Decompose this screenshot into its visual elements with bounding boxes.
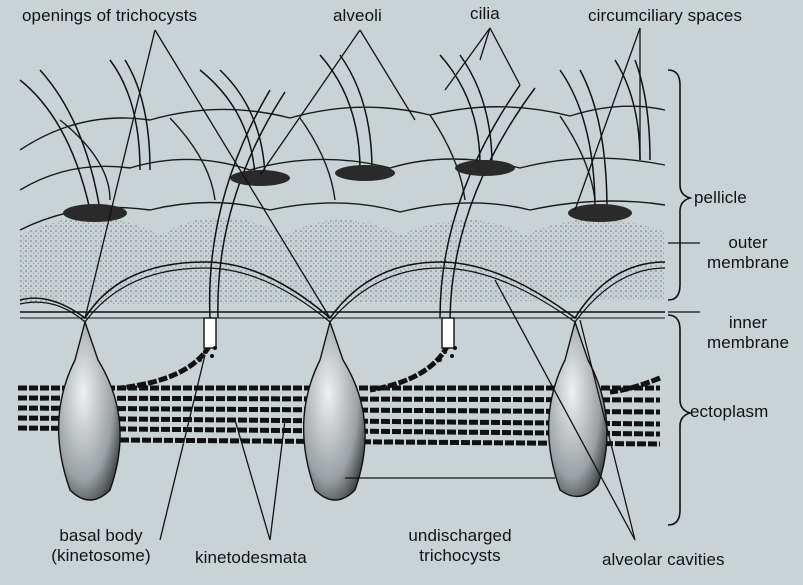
pellicle-band — [20, 218, 665, 323]
label-inner-membrane-line1: inner — [696, 313, 800, 333]
label-basal-body-line2: (kinetosome) — [36, 546, 166, 566]
label-circumciliary-spaces: circumciliary spaces — [588, 6, 742, 26]
label-outer-membrane-line1: outer — [696, 233, 800, 253]
label-outer-membrane-line2: membrane — [696, 253, 800, 273]
label-openings-of-trichocysts: openings of trichocysts — [22, 6, 197, 26]
circumciliary-sockets — [63, 160, 632, 222]
braces — [668, 70, 690, 525]
label-outer-membrane: outer membrane — [696, 233, 800, 273]
label-undischarged-trichocysts: undischarged trichocysts — [385, 526, 535, 566]
label-cilia: cilia — [470, 4, 500, 24]
label-inner-membrane: inner membrane — [696, 313, 800, 353]
label-basal-body: basal body (kinetosome) — [36, 526, 166, 566]
label-undischarged-line2: trichocysts — [385, 546, 535, 566]
label-inner-membrane-line2: membrane — [696, 333, 800, 353]
label-basal-body-line1: basal body — [36, 526, 166, 546]
label-alveolar-cavities: alveolar cavities — [602, 550, 725, 570]
label-alveoli: alveoli — [333, 6, 382, 26]
label-ectoplasm: ectoplasm — [690, 402, 768, 422]
label-undischarged-line1: undischarged — [385, 526, 535, 546]
label-kinetodesmata: kinetodesmata — [195, 548, 307, 568]
label-pellicle: pellicle — [694, 188, 747, 208]
